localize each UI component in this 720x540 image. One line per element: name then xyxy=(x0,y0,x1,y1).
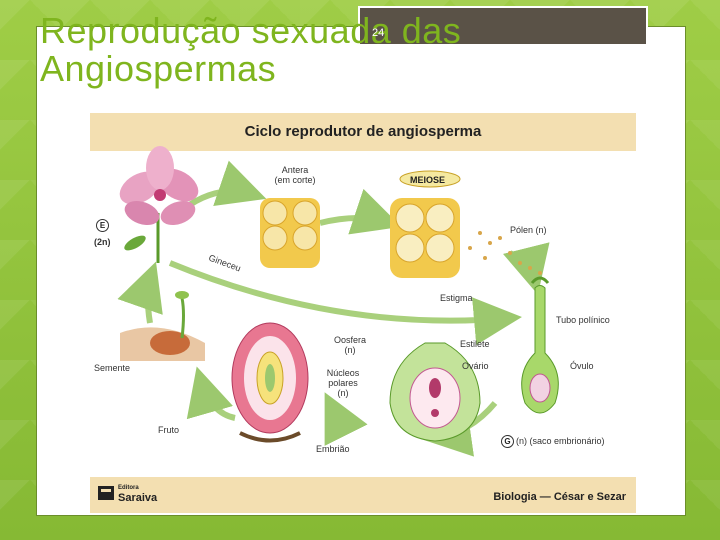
slide-title: Reprodução sexuada das Angiospermas xyxy=(40,12,461,88)
ovary-section-illustration xyxy=(389,342,481,442)
label-embryo: Embrião xyxy=(316,444,350,454)
page-number: 24 xyxy=(372,27,385,39)
seed-illustration xyxy=(120,291,205,361)
arrow-ovary-to-fruit xyxy=(324,392,368,446)
label-style: Estilete xyxy=(460,339,490,349)
figure-footer-band xyxy=(90,477,636,513)
flower-illustration xyxy=(119,146,199,263)
label-pollen-tube: Tubo polínico xyxy=(556,315,610,325)
label-oosphere: Oosfera (n) xyxy=(325,335,375,355)
publisher-logo-icon xyxy=(98,486,114,500)
cycle-illustration xyxy=(117,146,559,457)
label-meiosis: MEIOSE xyxy=(410,175,446,185)
label-polar-nuclei-line3: (n) xyxy=(337,388,349,398)
label-polar-nuclei: Núcleos polares (n) xyxy=(318,368,368,398)
figure-header-band xyxy=(90,113,636,151)
label-ovule: Óvulo xyxy=(570,361,594,371)
figure-title: Ciclo reprodutor de angiosperma xyxy=(244,123,482,140)
label-anther-line2: (em corte) xyxy=(274,175,316,185)
label-anther: Antera (em corte) xyxy=(260,165,330,185)
arrow-flower-to-pistil xyxy=(168,260,522,346)
label-polar-nuclei-line1: Núcleos xyxy=(326,368,360,378)
badge-sporophyte: E xyxy=(96,219,109,232)
label-embryo-sac: (n) (saco embrionário) xyxy=(516,436,605,446)
page-number-tab xyxy=(358,6,648,46)
label-pollen: Pólen (n) xyxy=(510,225,547,235)
arrow-seed-to-flower xyxy=(117,261,163,324)
label-stigma: Estigma xyxy=(440,293,473,303)
figure-credit: Biologia — César e Sezar xyxy=(493,491,626,503)
label-ovary: Ovário xyxy=(462,361,489,371)
pistil-illustration xyxy=(521,276,559,414)
label-oosphere-line1: Oosfera xyxy=(333,335,366,345)
arrow-fruit-to-seed xyxy=(186,366,236,421)
slide-title-line-2: Angiospermas xyxy=(40,48,277,89)
angiosperm-cycle-figure: Ciclo reprodutor de angiosperma xyxy=(90,113,636,513)
label-fruit: Fruto xyxy=(158,425,180,435)
badge-gametophyte: G xyxy=(501,435,514,448)
pollen-grains xyxy=(468,231,542,275)
label-polar-nuclei-line2: polares xyxy=(328,378,358,388)
meiosis-anther-illustration xyxy=(390,170,461,278)
label-anther-line1: Antera xyxy=(281,165,309,175)
publisher-label: Editora xyxy=(118,485,139,491)
arrow-anther-to-meiosis xyxy=(319,188,402,235)
label-seed: Semente xyxy=(94,363,131,373)
slide-title-line-1: Reprodução sexuada das xyxy=(40,10,462,51)
fruit-illustration xyxy=(231,322,309,443)
anther-section-illustration xyxy=(260,198,320,268)
label-oosphere-line2: (n) xyxy=(344,345,356,355)
label-sporophyte-ploidy: (2n) xyxy=(94,237,111,247)
publisher-name: Saraiva xyxy=(118,492,158,504)
